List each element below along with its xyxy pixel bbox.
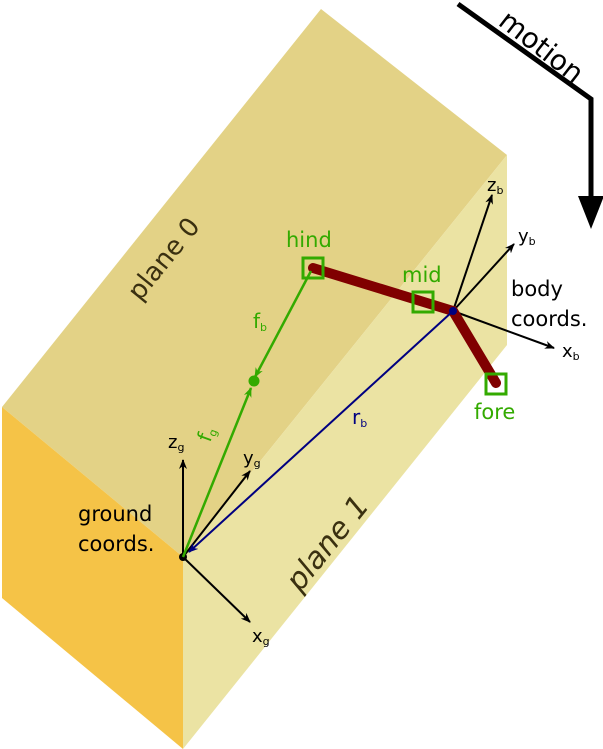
fore-marker (484, 372, 508, 396)
front-face (2, 407, 183, 749)
motion-path (456, 1, 594, 210)
force-point (248, 375, 260, 387)
fb-vector (253, 270, 313, 378)
motion-label: motion (493, 4, 591, 90)
fore-label: fore (474, 400, 515, 424)
body-y-axis (452, 243, 515, 312)
body-coords-label: body coords. (511, 277, 587, 331)
fg-vector (181, 387, 253, 558)
plane-0-face (2, 9, 507, 557)
hind-label: hind (286, 228, 332, 252)
rb-label: rb (352, 405, 367, 430)
fb-label: fb (253, 309, 267, 334)
ground-y-axis (182, 470, 251, 558)
ground-y-label: yg (243, 448, 261, 470)
body-y-label: yb (518, 226, 536, 248)
body-x-label: xb (562, 341, 580, 363)
ground-x-axis (182, 556, 251, 623)
ground-z-label: zg (168, 432, 184, 454)
body-x-axis (452, 310, 555, 349)
ground-coords-label: ground coords. (78, 502, 159, 556)
body-segment-mid-fore (448, 306, 501, 388)
body-segment-hind-mid (308, 263, 458, 316)
hind-marker (301, 256, 325, 280)
mid-label: mid (402, 263, 442, 287)
body-z-label: zb (487, 175, 503, 197)
body-z-axis (452, 194, 493, 312)
motion-arrowhead (578, 196, 603, 229)
body-origin (449, 307, 457, 315)
ground-x-label: xg (252, 626, 270, 648)
rb-vector (188, 310, 454, 553)
mid-marker (411, 290, 435, 314)
